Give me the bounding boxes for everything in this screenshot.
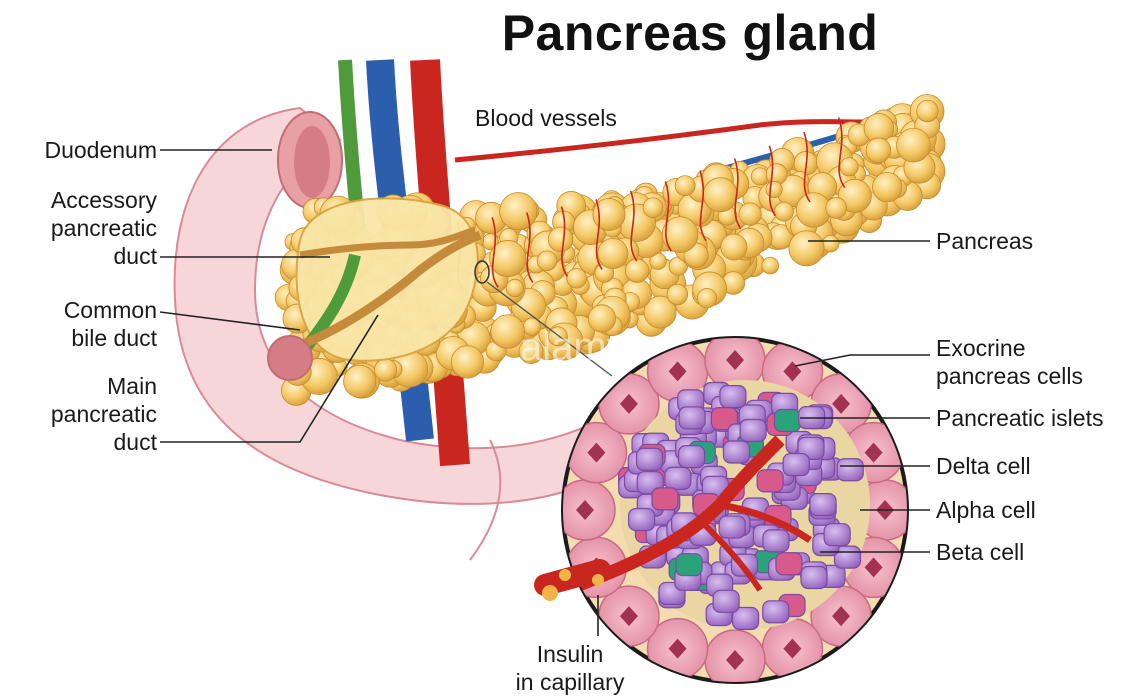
label-delta-cell: Delta cell [936, 452, 1031, 480]
label-alpha-cell: Alpha cell [936, 496, 1036, 524]
label-exocrine-pancreas-cells: Exocrinepancreas cells [936, 334, 1083, 390]
label-main-pancreatic-duct: Mainpancreaticduct [51, 372, 157, 456]
label-pancreatic-islets: Pancreatic islets [936, 404, 1103, 432]
label-accessory-pancreatic-duct: Accessorypancreaticduct [51, 186, 157, 270]
label-pancreas: Pancreas [936, 227, 1033, 255]
label-insulin-in-capillary: Insulinin capillary [470, 640, 670, 696]
label-blood-vessels: Blood vessels [475, 104, 617, 132]
label-beta-cell: Beta cell [936, 538, 1024, 566]
label-common-bile-duct: Commonbile duct [64, 296, 157, 352]
watermark: alamy [520, 325, 627, 369]
label-duodenum: Duodenum [44, 136, 157, 164]
page-title: Pancreas gland [0, 4, 1147, 62]
